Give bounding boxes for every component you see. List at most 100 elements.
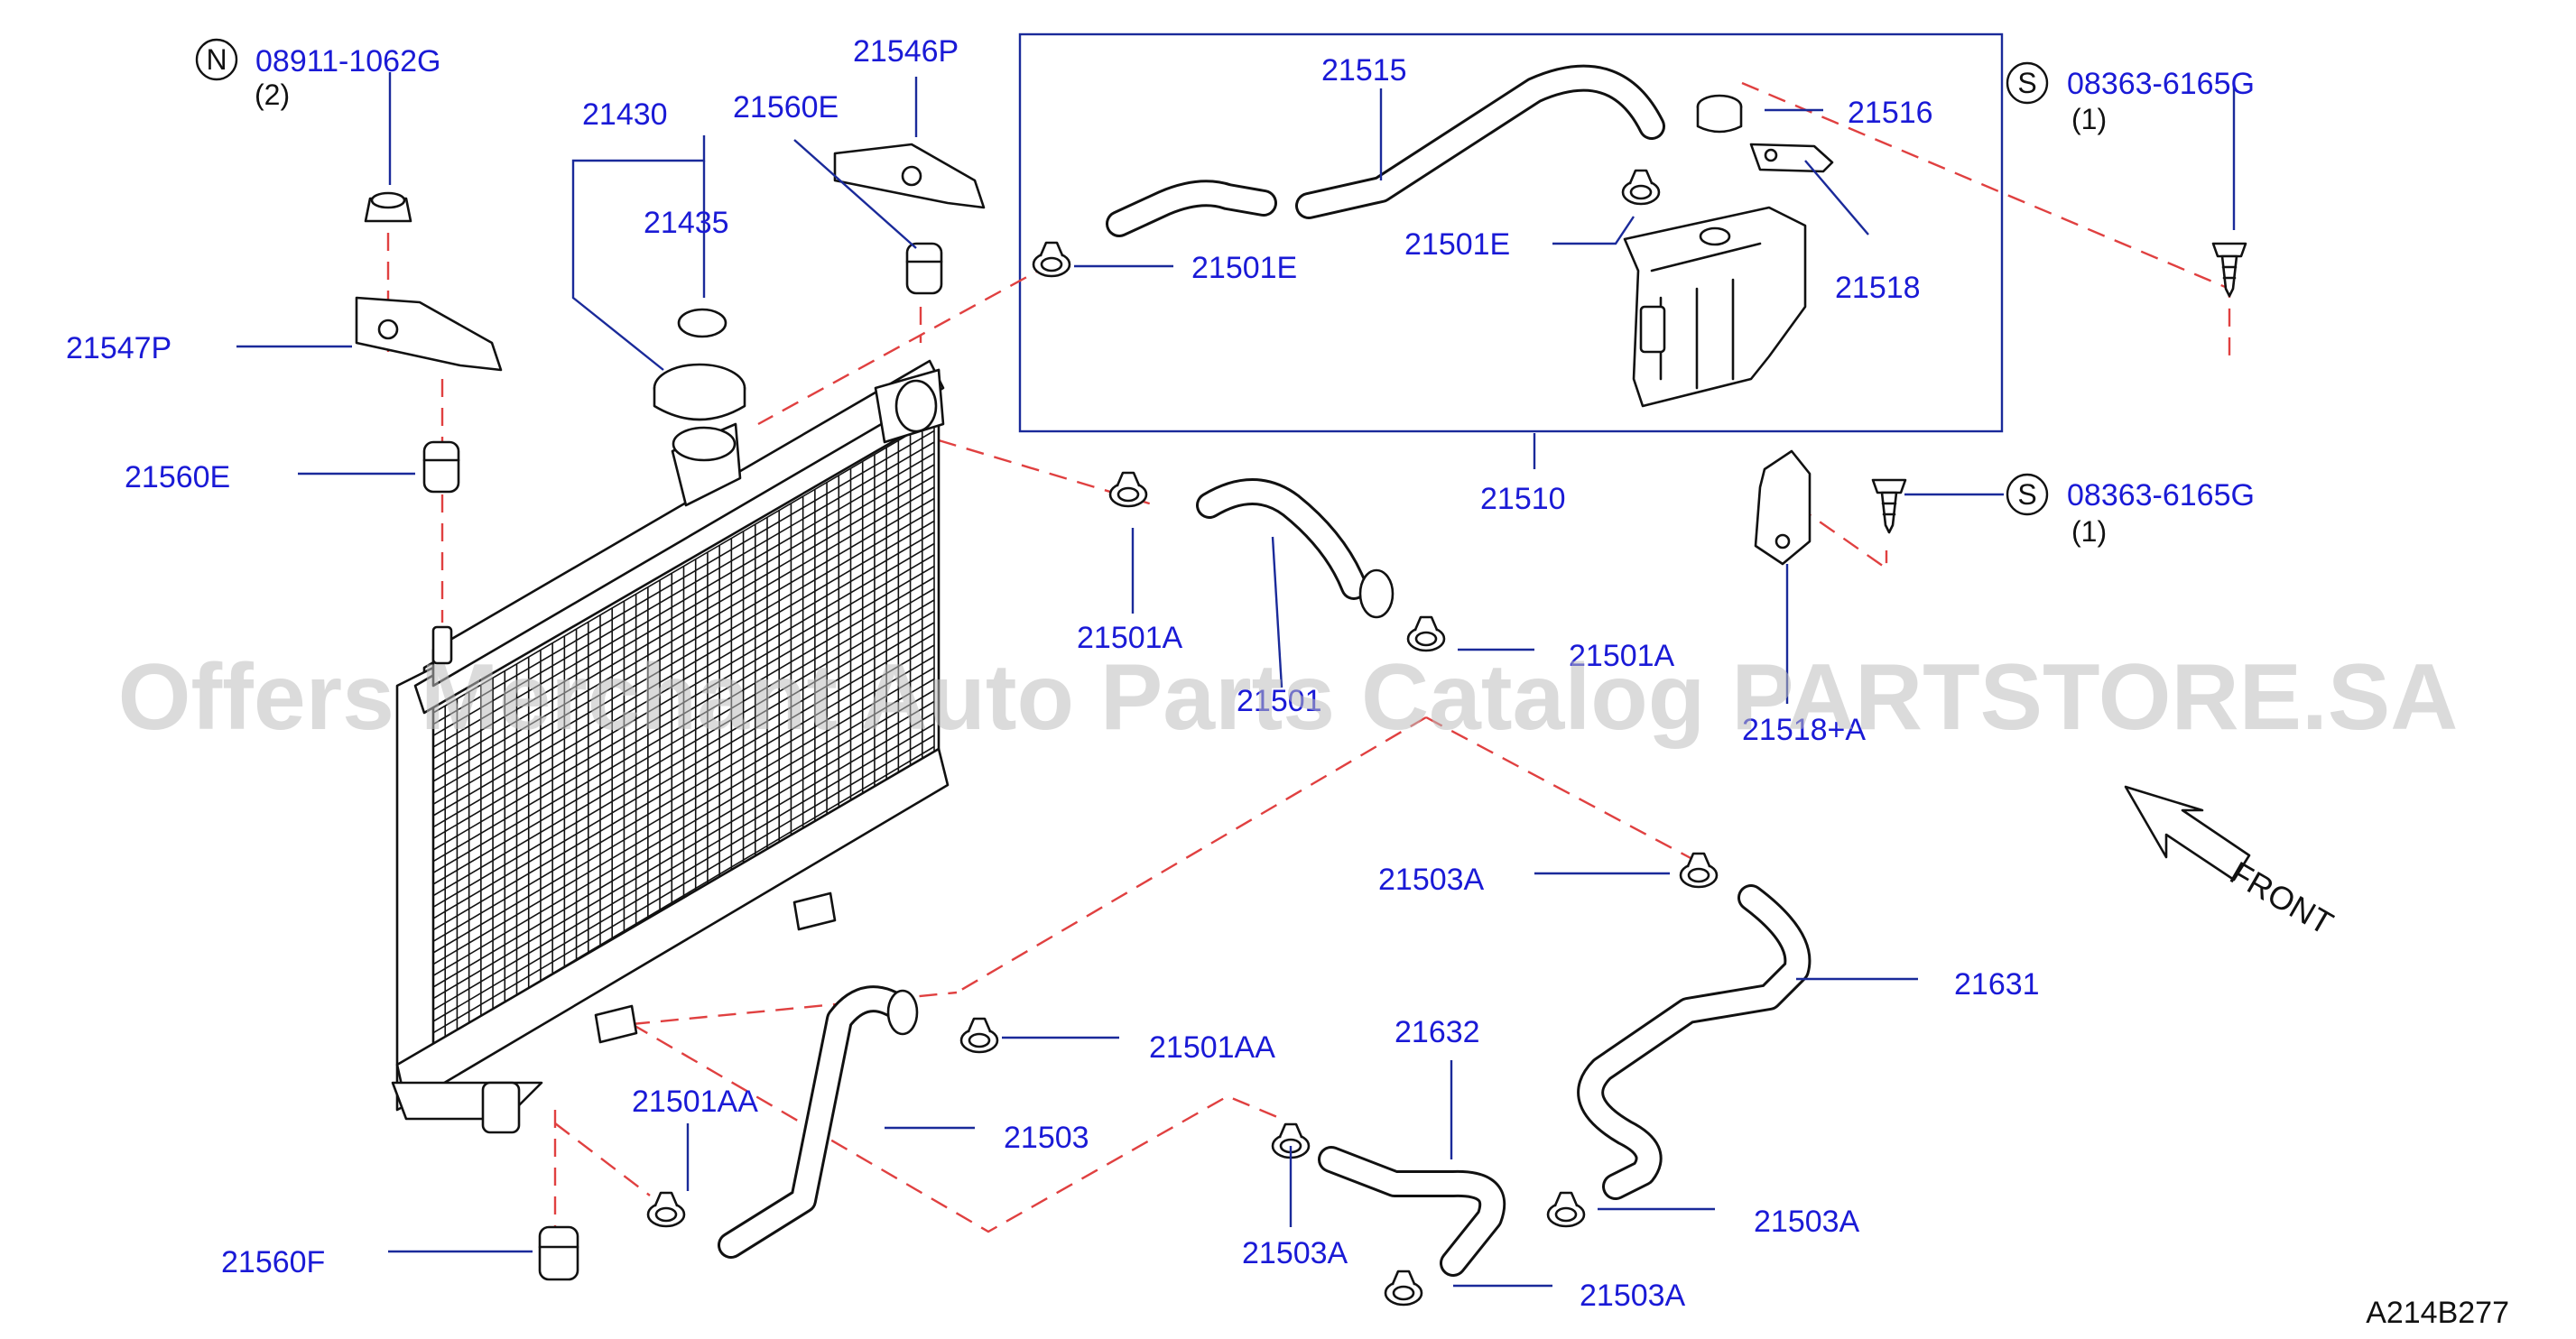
fin-line <box>432 655 935 954</box>
fastener-s-08363-top: S 08363-6165G (1) <box>2006 61 2255 135</box>
label-21430: 21430 <box>582 97 668 132</box>
fin-line <box>432 429 935 725</box>
label-21501A-left: 21501A <box>1077 621 1183 655</box>
fin-line <box>432 441 935 737</box>
fastener-part-number: 08363-6165G <box>2067 67 2255 101</box>
overflow-hose <box>1106 64 1665 237</box>
reservoir-tank <box>1623 206 1807 408</box>
fin-line <box>432 554 935 851</box>
fastener-quantity: (1) <box>2071 515 2107 548</box>
small-cap <box>1699 226 1731 246</box>
label-21435: 21435 <box>644 206 729 240</box>
label-21518A: 21518+A <box>1742 713 1866 747</box>
label-21560E-left: 21560E <box>125 460 230 494</box>
screw-icon <box>1871 478 1907 534</box>
fastener-part-number: 08911-1062G <box>255 44 440 78</box>
n-symbol-icon <box>195 38 238 81</box>
hose-clamp-icon <box>1546 1191 1586 1228</box>
fin-line <box>432 667 935 965</box>
upper-radiator-hose <box>1196 478 1395 619</box>
fastener-symbol: S <box>2017 478 2036 511</box>
reservoir-bracket-top <box>1749 143 1834 173</box>
reservoir-bracket-side <box>1754 449 1812 566</box>
front-label: FRONT <box>2224 854 2340 942</box>
watermark-text: Offers Merchant Auto Parts Catalog PARTS… <box>118 645 2459 750</box>
hose-clamp-icon <box>1032 241 1071 278</box>
label-21518: 21518 <box>1835 271 1921 305</box>
fin-line <box>432 678 935 977</box>
fin-line <box>432 486 935 782</box>
fin-line <box>432 700 935 1000</box>
hose-clamp-icon <box>959 1017 999 1054</box>
hose-clamp-icon <box>1621 169 1661 206</box>
screw-icon <box>2211 242 2247 298</box>
fin-line <box>432 464 935 760</box>
label-21510: 21510 <box>1480 482 1566 516</box>
s-symbol-icon <box>2006 61 2049 105</box>
fin-line <box>432 734 935 1034</box>
fin-line <box>432 475 935 771</box>
label-21631: 21631 <box>1954 967 2040 1002</box>
label-21503A-right: 21503A <box>1754 1205 1860 1239</box>
fin-line <box>432 520 935 817</box>
label-21560F: 21560F <box>221 1245 325 1279</box>
fin-line <box>432 689 935 988</box>
front-direction-arrow: FRONT <box>2124 785 2340 942</box>
hose-clamp-icon <box>1108 471 1148 508</box>
hose-clamp-icon <box>1679 852 1719 889</box>
nut-icon <box>364 191 412 223</box>
hose-clamps <box>646 169 1719 1307</box>
fastener-part-number: 08363-6165G <box>2067 478 2255 513</box>
rubber-mount-left <box>422 440 460 494</box>
label-21515: 21515 <box>1321 53 1407 88</box>
leader-lines <box>236 72 2236 1288</box>
radiator-core <box>391 359 950 1134</box>
label-21501A-right: 21501A <box>1569 639 1675 673</box>
label-21516: 21516 <box>1848 96 1933 130</box>
label-21503A-mid: 21503A <box>1242 1236 1348 1270</box>
label-21501AA-left: 21501AA <box>632 1085 758 1119</box>
radiator-cap <box>653 363 746 421</box>
reservoir-group-box <box>1018 32 2004 433</box>
fin-line <box>432 419 935 714</box>
part-labels: 21546P 21560E 21430 21435 21547P 21560E … <box>66 34 2040 1313</box>
lower-radiator-hose <box>718 985 919 1259</box>
label-21501E-right: 21501E <box>1404 227 1510 262</box>
label-21560E-top: 21560E <box>733 90 839 125</box>
rubber-mount-bottom <box>538 1225 579 1281</box>
fin-line <box>432 712 935 1011</box>
label-21501AA-right: 21501AA <box>1149 1030 1275 1065</box>
fin-line <box>432 599 935 897</box>
cap-gasket <box>677 308 727 338</box>
fastener-symbol: S <box>2017 67 2036 99</box>
fastener-quantity: (2) <box>255 78 290 111</box>
fin-line <box>432 644 935 943</box>
fastener-s-08363-mid: S 08363-6165G (1) <box>2006 473 2255 548</box>
heater-hose-21631 <box>1577 884 1812 1200</box>
label-21632: 21632 <box>1395 1015 1480 1049</box>
fin-line <box>432 633 935 931</box>
label-21503: 21503 <box>1004 1121 1089 1155</box>
fin-line <box>432 497 935 794</box>
fin-line <box>432 509 935 806</box>
fin-line <box>432 587 935 885</box>
hose-clamp-icon <box>646 1191 686 1228</box>
label-21546P: 21546P <box>853 34 959 69</box>
label-21501E-left: 21501E <box>1191 251 1297 285</box>
fin-line <box>432 531 935 828</box>
rubber-mount-top <box>905 242 943 295</box>
mount-bracket-left <box>355 296 503 372</box>
hose-clamp-icon <box>1384 1270 1423 1307</box>
mount-bracket-top <box>833 143 986 209</box>
fin-line <box>432 622 935 919</box>
diagram-code: A214B277 <box>2366 1296 2509 1330</box>
fin-line <box>432 723 935 1022</box>
hose-clamp-icon <box>1406 615 1446 652</box>
label-21503A-top: 21503A <box>1378 863 1485 897</box>
fastener-quantity: (1) <box>2071 103 2107 135</box>
label-21503A-bottom: 21503A <box>1580 1279 1686 1313</box>
label-21501: 21501 <box>1237 684 1322 718</box>
fin-line <box>432 577 935 874</box>
reservoir-cap <box>1696 94 1743 134</box>
